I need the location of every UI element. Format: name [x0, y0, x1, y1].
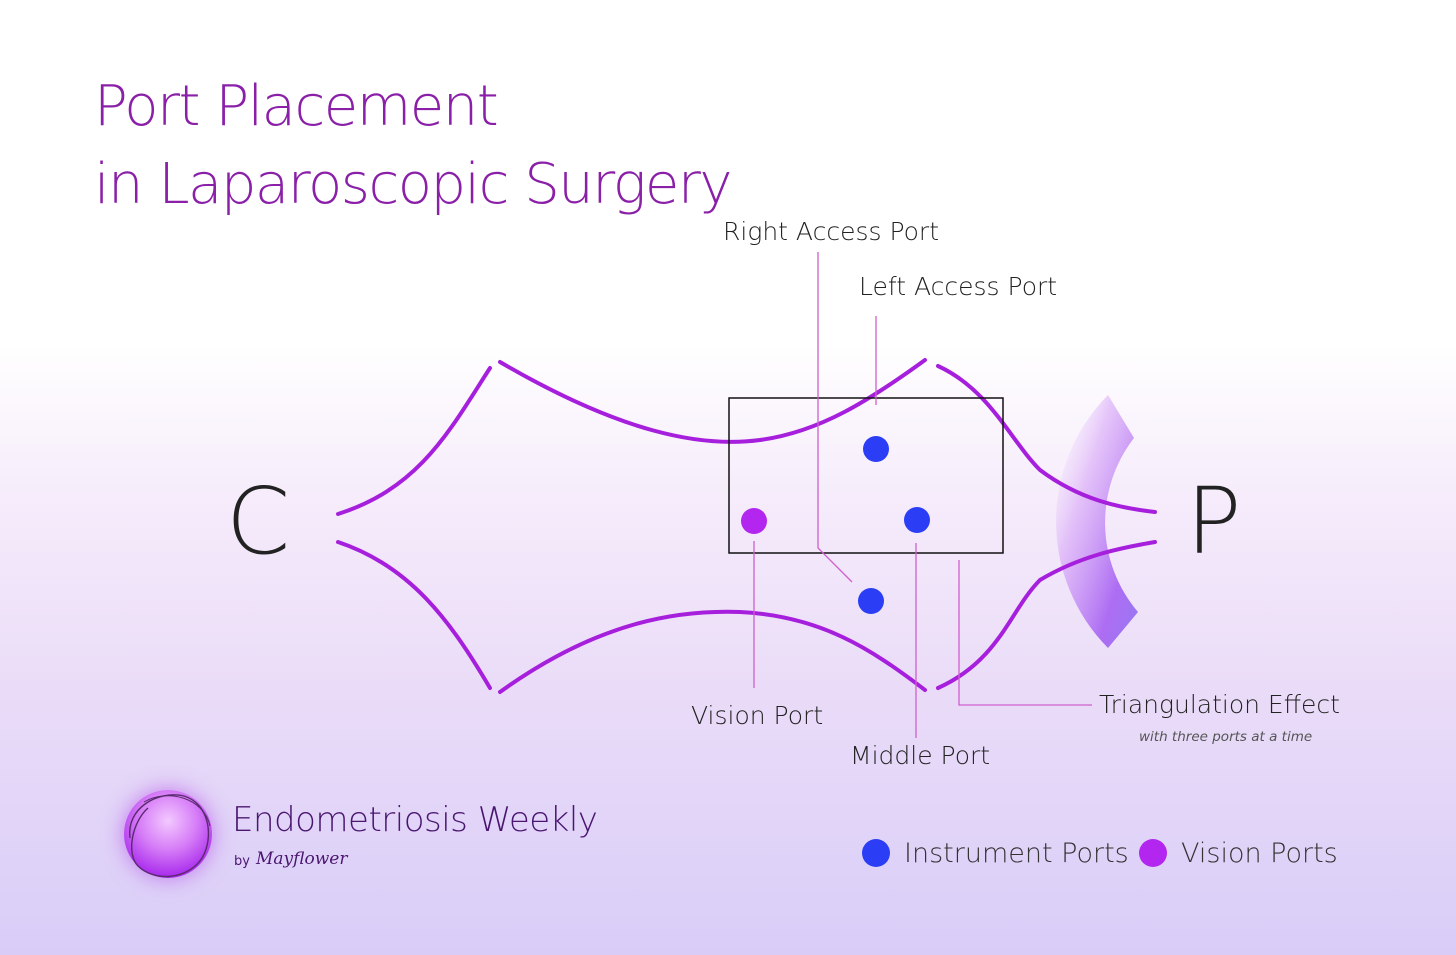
letter-p: P — [1186, 468, 1241, 575]
legend-instrument-label: Instrument Ports — [904, 837, 1129, 869]
middle-port-dot — [904, 507, 930, 533]
title-line-1: Port Placement — [94, 74, 499, 139]
leader-lines — [753, 252, 1092, 738]
instrument-port-legend-icon — [862, 839, 890, 867]
legend-instrument: Instrument Ports — [862, 836, 1129, 870]
label-vision-port: Vision Port — [691, 701, 823, 730]
curve-right-top — [936, 364, 1157, 514]
label-middle-port: Middle Port — [850, 741, 990, 770]
legend-vision-label: Vision Ports — [1181, 837, 1338, 869]
curve-left-top — [336, 366, 492, 516]
label-triangulation-subtitle: with three ports at a time — [1139, 729, 1312, 745]
vision-port-legend-icon — [1139, 839, 1167, 867]
leader-right-access — [817, 252, 853, 583]
curve-right-bottom — [936, 540, 1157, 690]
brand-logo-block: Endometriosis Weekly by Mayflower — [118, 786, 638, 886]
brand-by: by — [234, 854, 250, 869]
working-area-box — [728, 397, 1004, 554]
curve-left-bottom — [336, 540, 492, 690]
curve-top — [498, 358, 927, 444]
title-line-2: in Laparoscopic Surgery — [94, 152, 733, 217]
curve-bottom — [498, 609, 927, 694]
label-triangulation-effect: Triangulation Effect — [1099, 690, 1340, 719]
letter-c: C — [226, 468, 290, 575]
anatomy-curves — [336, 358, 1157, 694]
vision-port-dot — [741, 508, 767, 534]
left-access-port-dot — [863, 436, 889, 462]
leader-triangulation — [958, 560, 1092, 706]
triangulation-arc — [1056, 395, 1138, 648]
label-right-access-port: Right Access Port — [723, 217, 939, 246]
right-access-port-dot — [858, 588, 884, 614]
legend-vision: Vision Ports — [1139, 836, 1338, 870]
page-title: Port Placement in Laparoscopic Surgery — [94, 68, 733, 224]
brand-ring-icon — [129, 794, 211, 878]
brand-maker: Mayflower — [256, 849, 348, 869]
label-left-access-port: Left Access Port — [859, 272, 1057, 301]
brand-name: Endometriosis Weekly — [232, 800, 598, 840]
